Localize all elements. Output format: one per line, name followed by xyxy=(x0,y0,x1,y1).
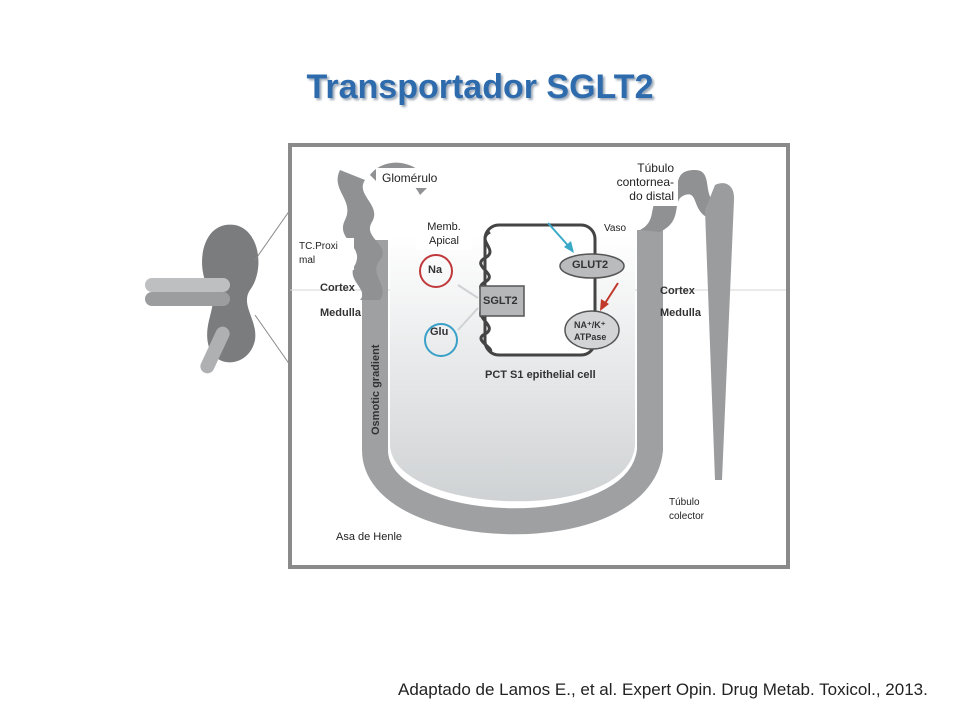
medulla-right-text: Medulla xyxy=(660,307,701,319)
tubulo-distal-label: Túbulo contornea- do distal xyxy=(570,158,678,206)
sglt2-text: SGLT2 xyxy=(483,295,518,307)
vaso-label: Vaso xyxy=(600,220,631,238)
asa-henle-label: Asa de Henle xyxy=(330,527,409,547)
cortex-left-text: Cortex xyxy=(320,282,355,294)
cortex-right-text: Cortex xyxy=(660,285,695,297)
source-caption: Adaptado de Lamos E., et al. Expert Opin… xyxy=(398,680,928,699)
na-text: Na xyxy=(428,264,443,276)
osmotic-gradient-text: Osmotic gradient xyxy=(370,344,382,435)
tc-proximal-label: TC.Proxi mal xyxy=(296,238,354,270)
medulla-left-text: Medulla xyxy=(320,307,361,319)
glomerulo-label: Glomérulo xyxy=(376,168,444,188)
glu-highlight-circle xyxy=(424,323,458,357)
memb-apical-label: Memb. Apical xyxy=(416,218,472,250)
atpase-line1-text: NA⁺/K⁺ xyxy=(574,320,606,330)
na-highlight-circle xyxy=(419,254,453,288)
slide-title: Transportador SGLT2 xyxy=(306,68,654,106)
pct-cell-text: PCT S1 epithelial cell xyxy=(485,369,596,381)
sglt2-diagram: Cortex Medulla Cortex Medulla Na Glu SGL… xyxy=(140,140,800,570)
kidney-icon xyxy=(145,224,259,374)
glut2-text: GLUT2 xyxy=(572,259,609,271)
tubulo-colector-label: Túbulo colector xyxy=(665,493,751,527)
glu-text: Glu xyxy=(430,326,449,338)
atpase-line2-text: ATPase xyxy=(574,332,607,342)
